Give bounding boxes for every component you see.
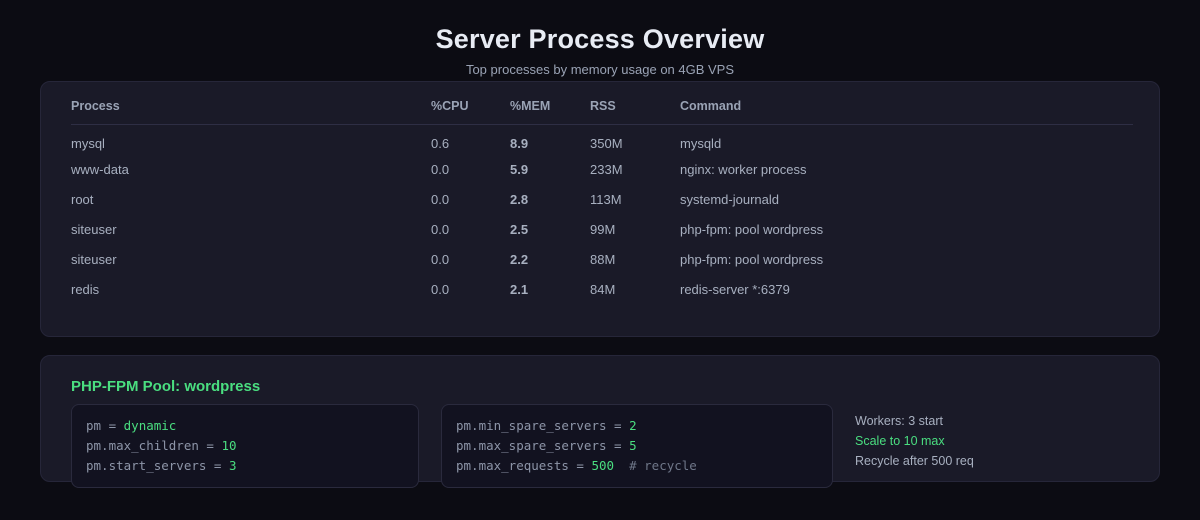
pool-note-line: Recycle after 500 req — [855, 454, 974, 468]
column-header-mem: %MEM — [510, 99, 590, 125]
cell-cpu: 0.0 — [431, 162, 450, 177]
pool-body: pm = dynamic pm.max_children = 10 pm.sta… — [71, 404, 1137, 488]
cell-command: mysqld — [680, 135, 722, 151]
cell-rss: 113M — [590, 192, 622, 207]
cell-cpu: 0.0 — [431, 282, 450, 297]
cell-command: nginx: worker process — [680, 162, 807, 177]
column-header-command: Command — [680, 99, 1133, 125]
cell-process: mysql — [71, 135, 105, 151]
cell-command: php-fpm: pool wordpress — [680, 252, 824, 267]
cell-cpu: 0.0 — [431, 192, 450, 207]
cell-rss: 99M — [590, 222, 616, 237]
cell-process: siteuser — [71, 252, 117, 267]
cell-command: systemd-journald — [680, 192, 779, 207]
process-table: Process %CPU %MEM RSS Command mysql 0.6 8.… — [71, 99, 1133, 305]
php-fpm-pool-panel: PHP-FPM Pool: wordpress pm = dynamic pm.… — [40, 355, 1160, 488]
page-subtitle: Top processes by memory usage on 4GB VPS — [465, 62, 735, 77]
table-row[interactable]: siteuser 0.0 2.2 88M php-fpm: pool wordpress — [71, 245, 1133, 275]
cell-mem: 2.8 — [510, 192, 529, 207]
cell-process: root — [71, 192, 94, 207]
page-header: Server Process Overview Top processes by… — [0, 0, 1200, 78]
column-header-cpu: %CPU — [431, 99, 510, 125]
process-table-panel: Process %CPU %MEM RSS Command mysql 0.6 8.… — [40, 81, 1160, 337]
cell-rss: 350M — [590, 135, 623, 151]
pool-config-block-right: pm.min_spare_servers = 2 pm.max_spare_se… — [441, 404, 833, 488]
cell-process: redis — [71, 282, 100, 297]
cell-mem: 5.9 — [510, 162, 529, 177]
cell-process: siteuser — [71, 222, 117, 237]
page-title: Server Process Overview — [435, 24, 765, 54]
cell-rss: 88M — [590, 252, 616, 267]
cell-rss: 233M — [590, 162, 623, 177]
cell-rss: 84M — [590, 282, 616, 297]
cell-cpu: 0.0 — [431, 222, 450, 237]
cell-command: php-fpm: pool wordpress — [680, 222, 824, 237]
table-row[interactable]: www-data 0.0 5.9 233M nginx: worker process — [71, 155, 1133, 185]
cell-command: redis-server *:6379 — [680, 282, 790, 297]
cell-cpu: 0.6 — [431, 135, 450, 151]
cell-mem: 2.2 — [510, 252, 529, 267]
table-row[interactable]: mysql 0.6 8.9 350M mysqld — [71, 125, 1133, 155]
table-row[interactable]: siteuser 0.0 2.5 99M php-fpm: pool wordpress — [71, 215, 1133, 245]
cell-cpu: 0.0 — [431, 252, 450, 267]
cell-mem: 2.5 — [510, 222, 529, 237]
cell-mem: 8.9 — [510, 135, 529, 151]
table-header-row: Process %CPU %MEM RSS Command — [71, 99, 1133, 125]
pool-note-line: Workers: 3 start — [855, 414, 943, 428]
pool-title: PHP-FPM Pool: wordpress — [71, 378, 261, 395]
pool-note-line: Scale to 10 max — [855, 434, 945, 448]
cell-mem: 2.1 — [510, 282, 529, 297]
table-row[interactable]: redis 0.0 2.1 84M redis-server *:6379 — [71, 275, 1133, 305]
column-header-rss: RSS — [590, 99, 680, 125]
table-row[interactable]: root 0.0 2.8 113M systemd-journald — [71, 185, 1133, 215]
cell-process: www-data — [71, 162, 129, 177]
pool-config-block-left: pm = dynamic pm.max_children = 10 pm.sta… — [71, 404, 419, 488]
process-table-body: mysql 0.6 8.9 350M mysqld www-data 0.0 5.9 233M n… — [71, 125, 1133, 305]
column-header-process: Process — [71, 99, 431, 125]
